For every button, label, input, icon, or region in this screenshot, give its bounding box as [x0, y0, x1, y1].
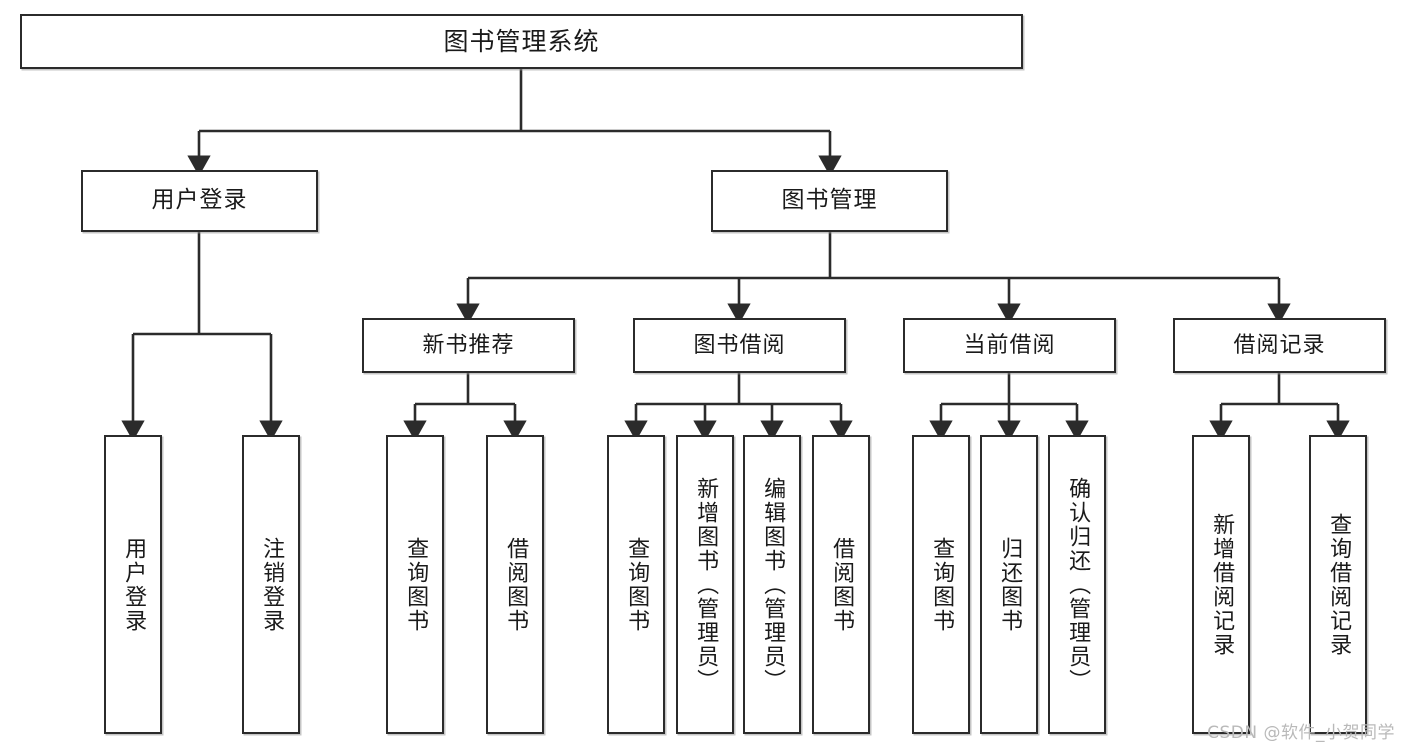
leaf-add-book-label: 新增图书（管理员） [693, 476, 719, 693]
node-user-login[interactable]: 用户登录 [81, 170, 318, 232]
node-current-borrow[interactable]: 当前借阅 [903, 318, 1116, 373]
leaf-edit-book-label: 编辑图书（管理员） [760, 476, 786, 693]
leaf-return-book-label: 归还图书 [997, 536, 1023, 633]
node-current-borrow-label: 当前借阅 [963, 332, 1056, 358]
node-book-manage[interactable]: 图书管理 [711, 170, 948, 232]
leaf-add-borrow-record[interactable]: 新增借阅记录 [1192, 435, 1250, 734]
leaf-add-borrow-record-label: 新增借阅记录 [1209, 512, 1235, 657]
leaf-confirm-return[interactable]: 确认归还（管理员） [1048, 435, 1106, 734]
leaf-user-logout[interactable]: 注销登录 [242, 435, 300, 734]
leaf-query-borrow-record[interactable]: 查询借阅记录 [1309, 435, 1367, 734]
node-root-system[interactable]: 图书管理系统 [20, 14, 1023, 69]
node-book-manage-label: 图书管理 [781, 187, 878, 214]
leaf-query-book-recommend-label: 查询图书 [403, 536, 429, 633]
leaf-add-book[interactable]: 新增图书（管理员） [676, 435, 734, 734]
leaf-user-logout-label: 注销登录 [259, 536, 285, 633]
leaf-borrow-book[interactable]: 借阅图书 [812, 435, 870, 734]
leaf-query-book-current-label: 查询图书 [929, 536, 955, 633]
leaf-borrow-book-recommend-label: 借阅图书 [503, 536, 529, 633]
csdn-watermark: CSDN @软件_小贺同学 [1207, 723, 1395, 743]
leaf-user-login-label: 用户登录 [121, 536, 147, 633]
leaf-confirm-return-label: 确认归还（管理员） [1065, 476, 1091, 693]
node-new-book-recommend[interactable]: 新书推荐 [362, 318, 575, 373]
leaf-query-book-current[interactable]: 查询图书 [912, 435, 970, 734]
leaf-query-book-recommend[interactable]: 查询图书 [386, 435, 444, 734]
leaf-edit-book[interactable]: 编辑图书（管理员） [743, 435, 801, 734]
node-borrow-record-label: 借阅记录 [1233, 332, 1326, 358]
leaf-borrow-book-recommend[interactable]: 借阅图书 [486, 435, 544, 734]
node-book-borrow-label: 图书借阅 [693, 332, 786, 358]
leaf-return-book[interactable]: 归还图书 [980, 435, 1038, 734]
node-borrow-record[interactable]: 借阅记录 [1173, 318, 1386, 373]
leaf-query-book-borrow[interactable]: 查询图书 [607, 435, 665, 734]
leaf-user-login[interactable]: 用户登录 [104, 435, 162, 734]
node-user-login-label: 用户登录 [151, 187, 248, 214]
node-root-label: 图书管理系统 [443, 26, 600, 56]
node-new-book-recommend-label: 新书推荐 [422, 332, 515, 358]
leaf-query-book-borrow-label: 查询图书 [624, 536, 650, 633]
leaf-query-borrow-record-label: 查询借阅记录 [1326, 512, 1352, 657]
leaf-borrow-book-label: 借阅图书 [829, 536, 855, 633]
node-book-borrow[interactable]: 图书借阅 [633, 318, 846, 373]
